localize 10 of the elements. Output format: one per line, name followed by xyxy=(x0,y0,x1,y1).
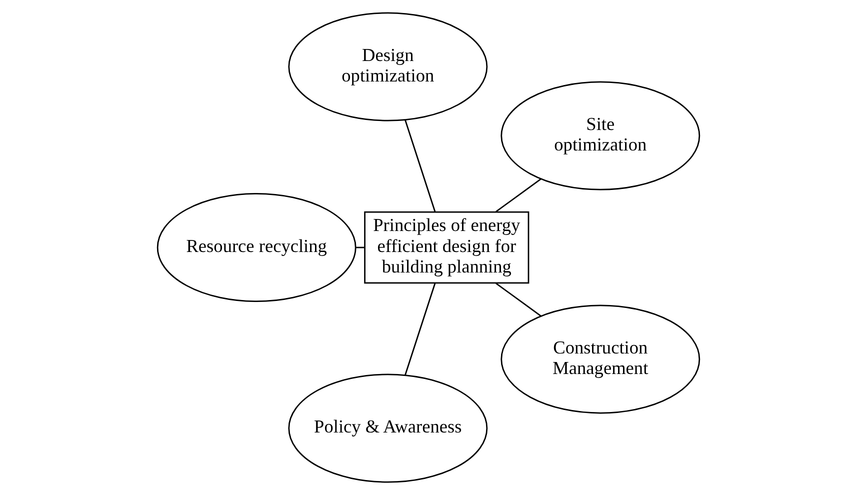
connector xyxy=(496,178,542,212)
node-ellipse: Policy & Awareness xyxy=(288,374,488,483)
node-box: Principles of energy efficient design for building planning xyxy=(364,211,530,284)
node-ellipse: Resource recycling xyxy=(156,193,356,302)
connector xyxy=(404,120,436,212)
node-ellipse: Site optimization xyxy=(500,81,700,190)
node-ellipse: Construction Management xyxy=(500,304,700,414)
connector xyxy=(404,283,436,376)
node-ellipse: Design optimization xyxy=(288,12,488,122)
connector xyxy=(496,282,542,317)
